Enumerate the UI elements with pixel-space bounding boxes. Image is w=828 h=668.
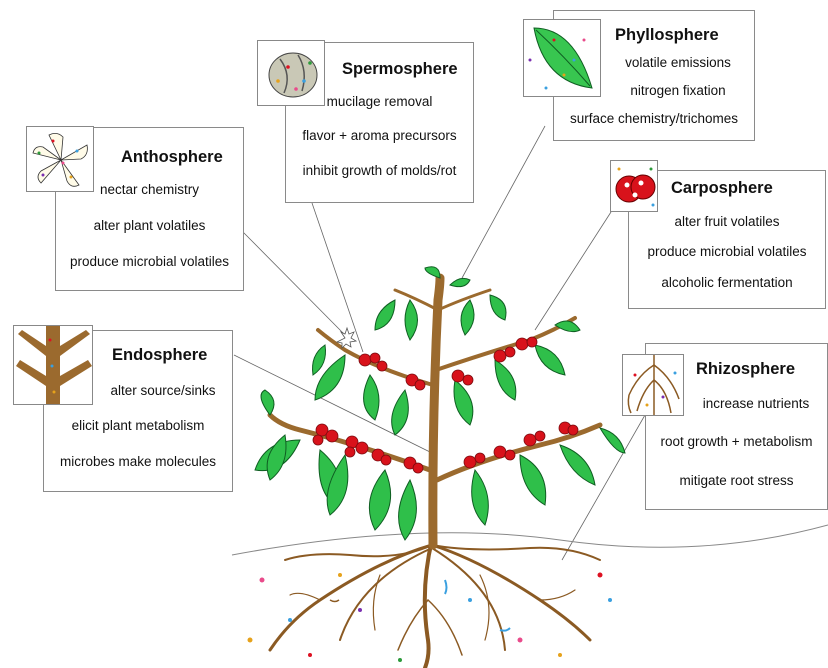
endosphere-line-2: elicit plant metabolism [43,418,233,433]
phyllosphere-title: Phyllosphere [615,26,719,45]
carposphere-line-1: alter fruit volatiles [628,214,826,229]
spermosphere-line-1: mucilage removal [285,94,474,109]
endosphere-title: Endosphere [112,346,207,365]
leaf-icon [524,20,601,97]
spermosphere-line-3: inhibit growth of molds/rot [285,163,474,178]
coffee-cherry-icon [611,161,658,212]
stem-branches [270,278,600,545]
rhizosphere-line-1: increase nutrients [684,396,828,411]
carposphere-line-3: alcoholic fermentation [628,275,826,290]
spermosphere-title: Spermosphere [342,60,458,79]
anthosphere-line-1: nectar chemistry [55,182,244,197]
roots-icon [623,355,684,416]
endosphere-line-1: alter source/sinks [93,383,233,398]
fruit-thumbnail [610,160,658,212]
roots [270,540,600,668]
phyllosphere-line-3: surface chemistry/trichomes [553,111,755,126]
spermosphere-line-2: flavor + aroma precursors [285,128,474,143]
phyllosphere-line-1: volatile emissions [601,55,755,70]
stem-thumbnail [13,325,93,405]
anthosphere-line-3: produce microbial volatiles [55,254,244,269]
carposphere-line-2: produce microbial volatiles [628,244,826,259]
rhizosphere-line-3: mitigate root stress [645,473,828,488]
berries [313,337,578,473]
endosphere-line-3: microbes make molecules [43,454,233,469]
anthosphere-line-2: alter plant volatiles [55,218,244,233]
anthosphere-title: Anthosphere [121,148,223,167]
rhizosphere-line-2: root growth + metabolism [645,434,828,449]
carposphere-title: Carposphere [671,179,773,198]
leaf-thumbnail [523,19,601,97]
root-thumbnail [622,354,684,416]
phyllosphere-line-2: nitrogen fixation [601,83,755,98]
rhizosphere-title: Rhizosphere [696,360,795,379]
ground-line [232,525,828,555]
stem-section-icon [14,326,93,405]
